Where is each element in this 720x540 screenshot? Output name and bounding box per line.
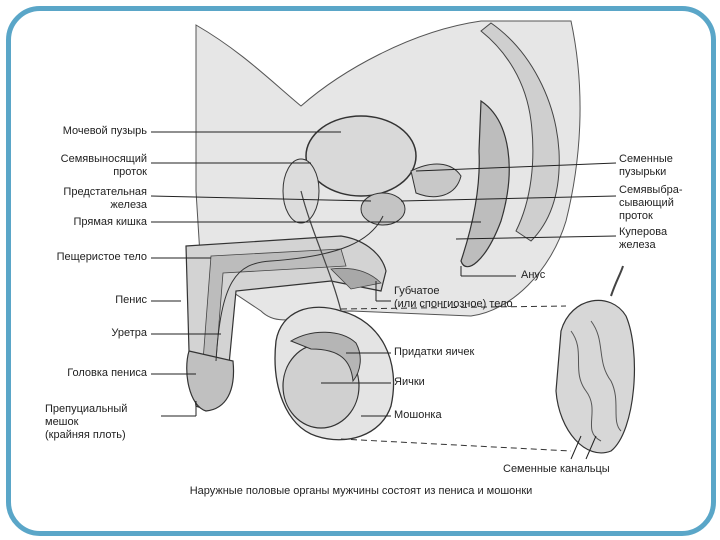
label-prostate: Предстательная железа: [63, 186, 147, 211]
sacrum: [480, 22, 560, 242]
spermatic-cord: [300, 190, 342, 312]
label-epididymis: Придатки яичек: [394, 346, 475, 358]
slide-frame: Мочевой пузырь Семявыносящий проток Пред…: [6, 6, 716, 536]
inset-testis: [555, 299, 636, 454]
label-cowper-gland: Куперова железа: [619, 226, 668, 251]
label-scrotum: Мошонка: [394, 409, 442, 421]
label-urethra: Уретра: [111, 327, 147, 339]
label-rectum: Прямая кишка: [73, 216, 147, 228]
seminal-vesicle-shape: [410, 163, 462, 198]
label-prepuce: Препуциальный мешок (крайняя плоть): [45, 403, 128, 441]
label-cavernous-body: Пещеристое тело: [56, 251, 147, 263]
label-ejaculatory-duct: Семявыбра- сывающий проток: [619, 184, 683, 222]
inset-connector-top: [340, 305, 567, 310]
figure-caption: Наружные половые органы мужчины состоят …: [189, 485, 533, 497]
leader-lines-right: [321, 162, 617, 460]
bladder-shape: [305, 115, 417, 197]
corpus-spongiosum: [330, 267, 382, 290]
label-seminiferous-tubules: Семенные канальцы: [503, 463, 610, 475]
anatomy-illustration: [150, 20, 636, 460]
label-anus: Анус: [521, 269, 546, 281]
leader-lines-left: [150, 131, 481, 417]
label-spongy-body: Губчатое (или спонгиозное) тело: [394, 285, 513, 310]
label-penis: Пенис: [115, 294, 147, 306]
label-glans: Головка пениса: [67, 367, 147, 379]
rectum-shape: [460, 99, 510, 268]
label-bladder: Мочевой пузырь: [62, 125, 147, 137]
urethra-line: [215, 215, 384, 362]
label-seminal-vesicles: Семенные пузырьки: [619, 153, 673, 178]
inset-cord: [610, 265, 624, 297]
label-vas-deferens: Семявыносящий проток: [60, 153, 147, 178]
inset-connector-bottom: [340, 438, 572, 452]
epididymis-shape: [289, 331, 361, 383]
inset-tubules: [570, 320, 622, 442]
prostate-shape: [360, 192, 406, 226]
label-testes: Яички: [394, 376, 425, 388]
glans-shape: [186, 350, 235, 412]
